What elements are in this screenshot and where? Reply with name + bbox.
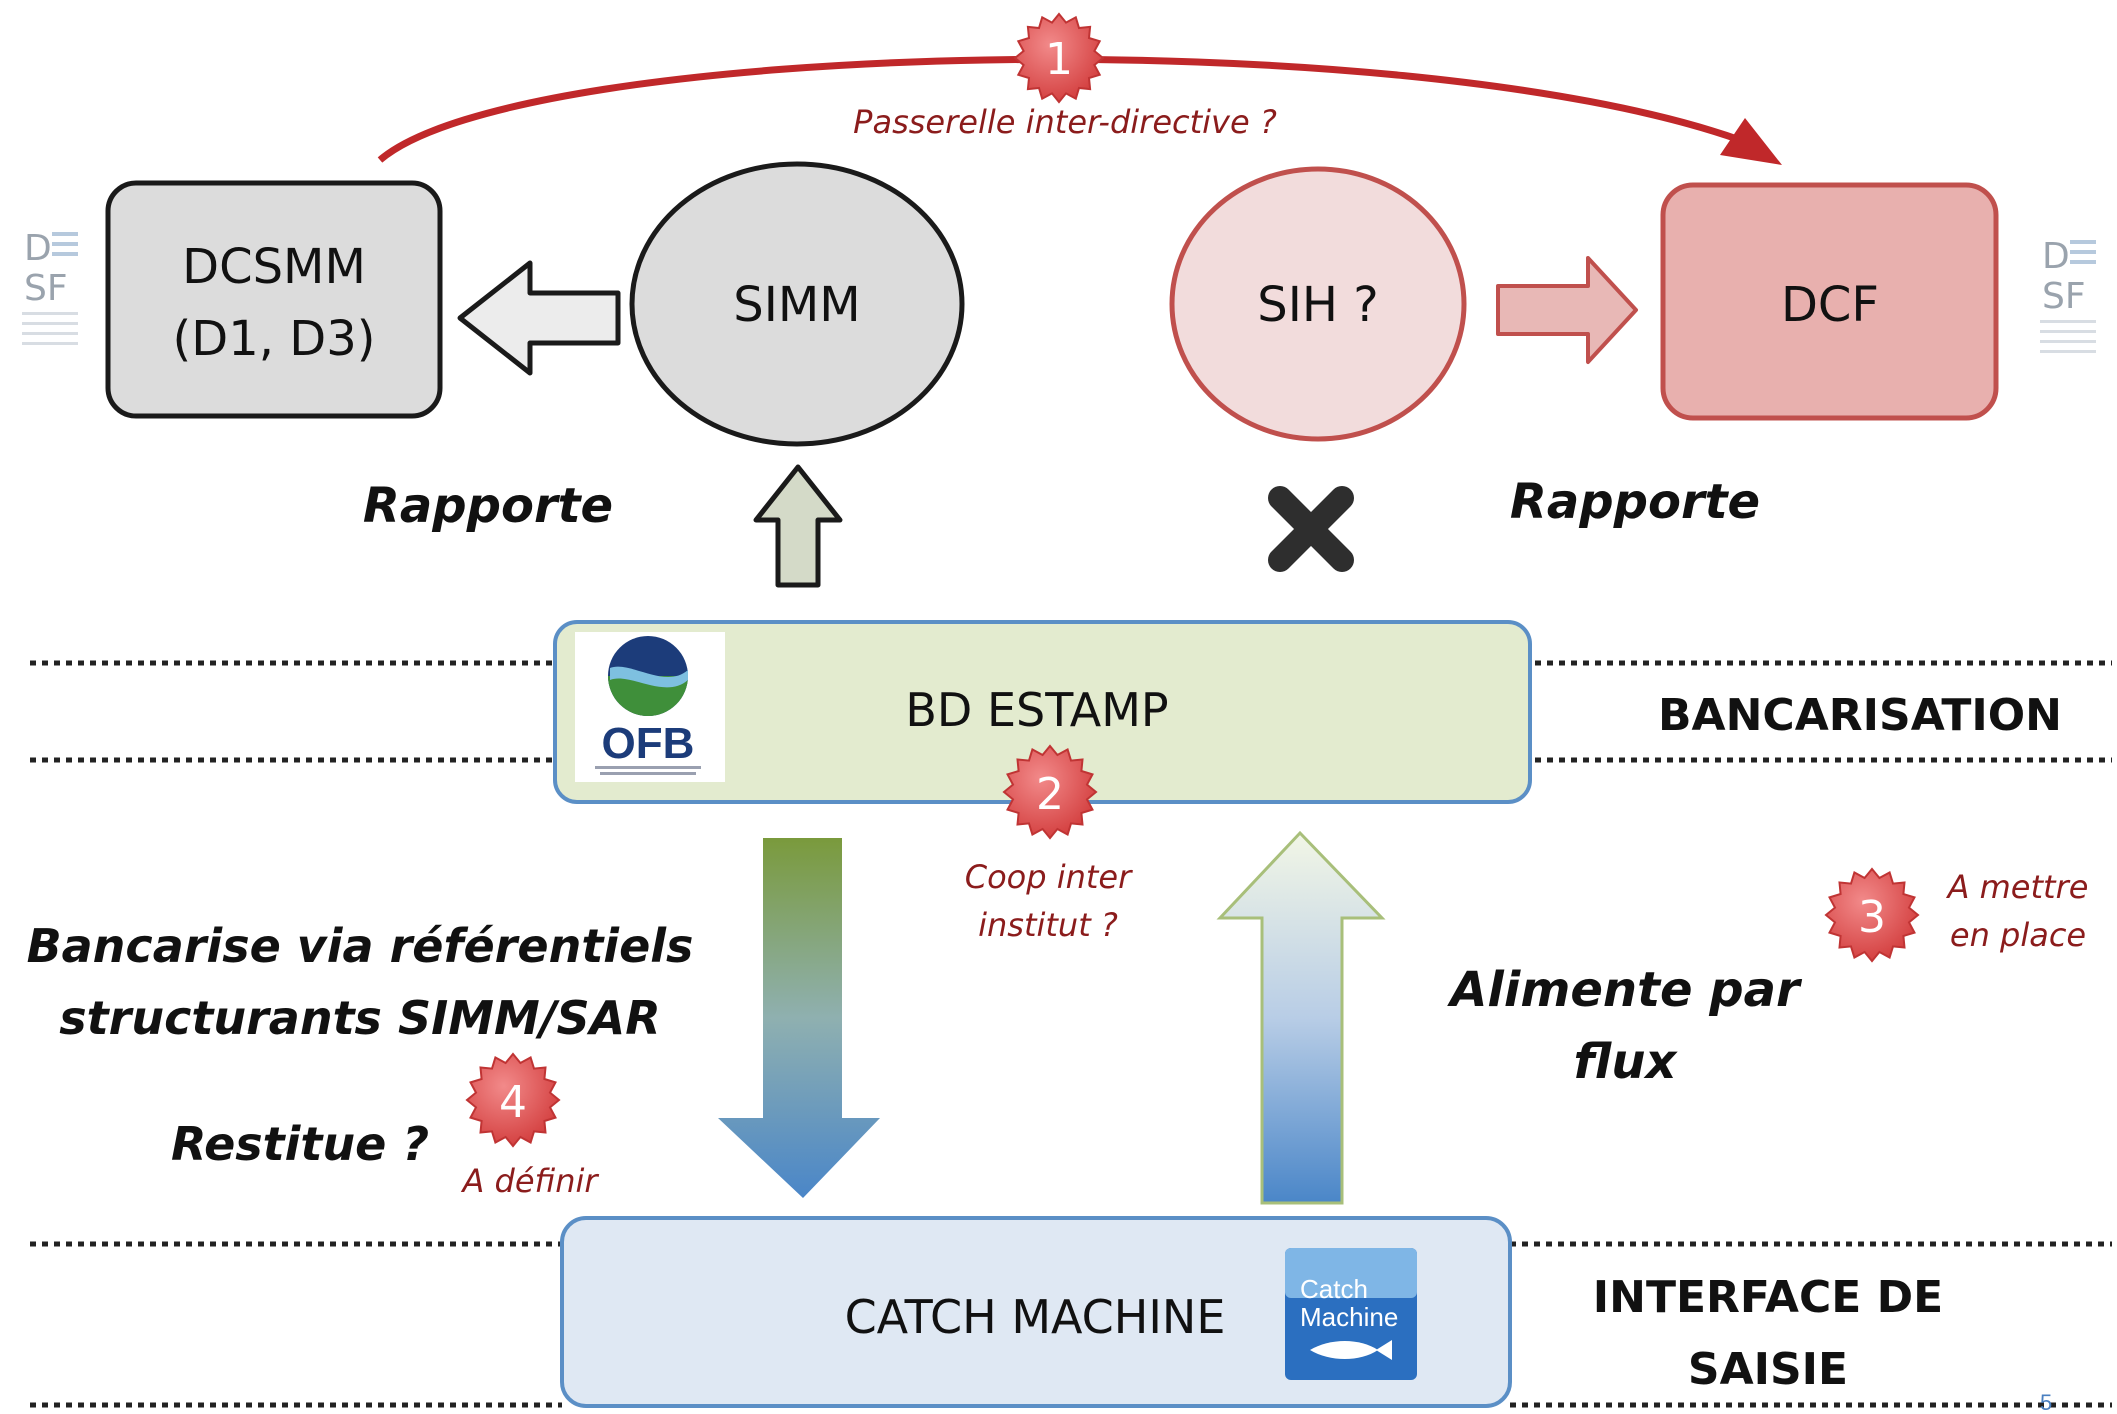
bd-estamp-label: BD ESTAMP bbox=[905, 683, 1168, 737]
layer-bancarisation-label: BANCARISATION bbox=[1658, 690, 2062, 741]
dcf-label: DCF bbox=[1781, 277, 1879, 333]
catch-machine-logo: Catch Machine bbox=[1285, 1248, 1417, 1380]
cross-icon bbox=[1268, 486, 1354, 572]
layer-interface-label-line2: SAISIE bbox=[1688, 1344, 1848, 1395]
arrow-catch-machine-to-estamp bbox=[1216, 830, 1386, 1205]
dcsmm-node: DCSMM (D1, D3) bbox=[105, 180, 443, 419]
alimente-label-line1: Alimente par bbox=[1446, 962, 1803, 1018]
layer-interface-label-line1: INTERFACE DE bbox=[1593, 1272, 1943, 1323]
badge-1: 1 bbox=[1013, 12, 1105, 104]
badge-2-note-line2: institut ? bbox=[978, 906, 1118, 944]
badge-3-number: 3 bbox=[1858, 892, 1886, 943]
arrow-estamp-to-catch-machine bbox=[718, 838, 880, 1198]
simm-node: SIMM bbox=[629, 161, 965, 447]
dsf-logo-right: D SF bbox=[2040, 236, 2096, 353]
badge-2-number: 2 bbox=[1036, 769, 1064, 820]
bancarise-label-line1: Bancarise via référentiels bbox=[27, 919, 694, 973]
dcf-node: DCF bbox=[1660, 182, 1999, 421]
restitue-label: Restitue ? bbox=[171, 1117, 429, 1171]
arrow-simm-to-dcsmm bbox=[457, 260, 621, 376]
catch-machine-node: CATCH MACHINE bbox=[560, 1216, 1512, 1408]
ofb-logo-text: OFB bbox=[602, 719, 695, 768]
bancarise-label-line2: structurants SIMM/SAR bbox=[59, 991, 660, 1045]
inter-directive-arrow bbox=[377, 55, 1782, 165]
sih-label: SIH ? bbox=[1257, 277, 1378, 333]
dsf-logo-left: D SF bbox=[22, 228, 78, 345]
simm-label: SIMM bbox=[733, 277, 860, 333]
dcsmm-label-line1: DCSMM bbox=[182, 239, 366, 295]
rapporte-left-label: Rapporte bbox=[363, 478, 613, 534]
arrow-estamp-to-simm bbox=[753, 464, 843, 588]
badge-1-note: Passerelle inter-directive ? bbox=[853, 103, 1277, 141]
ofb-logo: OFB bbox=[575, 632, 725, 782]
catch-machine-label: CATCH MACHINE bbox=[845, 1290, 1226, 1344]
badge-3-note-line2: en place bbox=[1950, 916, 2086, 954]
layer-dividers bbox=[30, 660, 2112, 1408]
badge-4-number: 4 bbox=[499, 1077, 527, 1128]
badge-4: 4 bbox=[465, 1052, 561, 1148]
badge-3-note-line1: A mettre bbox=[1946, 868, 2089, 906]
catch-machine-logo-text-1: Catch bbox=[1300, 1274, 1368, 1304]
alimente-label-line2: flux bbox=[1574, 1034, 1679, 1090]
dsf-logo-text-1: D bbox=[2042, 236, 2070, 277]
badge-4-note: A définir bbox=[460, 1162, 599, 1200]
badge-2-note-line1: Coop inter bbox=[965, 858, 1133, 896]
arrow-sih-to-dcf bbox=[1496, 256, 1638, 364]
badge-3: 3 bbox=[1824, 867, 1920, 963]
catch-machine-logo-text-2: Machine bbox=[1300, 1302, 1398, 1332]
dsf-logo-text-2: SF bbox=[2042, 276, 2086, 317]
rapporte-right-label: Rapporte bbox=[1510, 474, 1760, 530]
page-number: 5 bbox=[2040, 1390, 2052, 1414]
dsf-logo-text-2: SF bbox=[24, 268, 68, 309]
dcsmm-label-line2: (D1, D3) bbox=[173, 311, 376, 367]
badge-1-number: 1 bbox=[1045, 34, 1073, 85]
sih-node: SIH ? bbox=[1169, 166, 1467, 442]
badge-2: 2 bbox=[1002, 744, 1098, 840]
dsf-logo-text-1: D bbox=[24, 228, 52, 269]
